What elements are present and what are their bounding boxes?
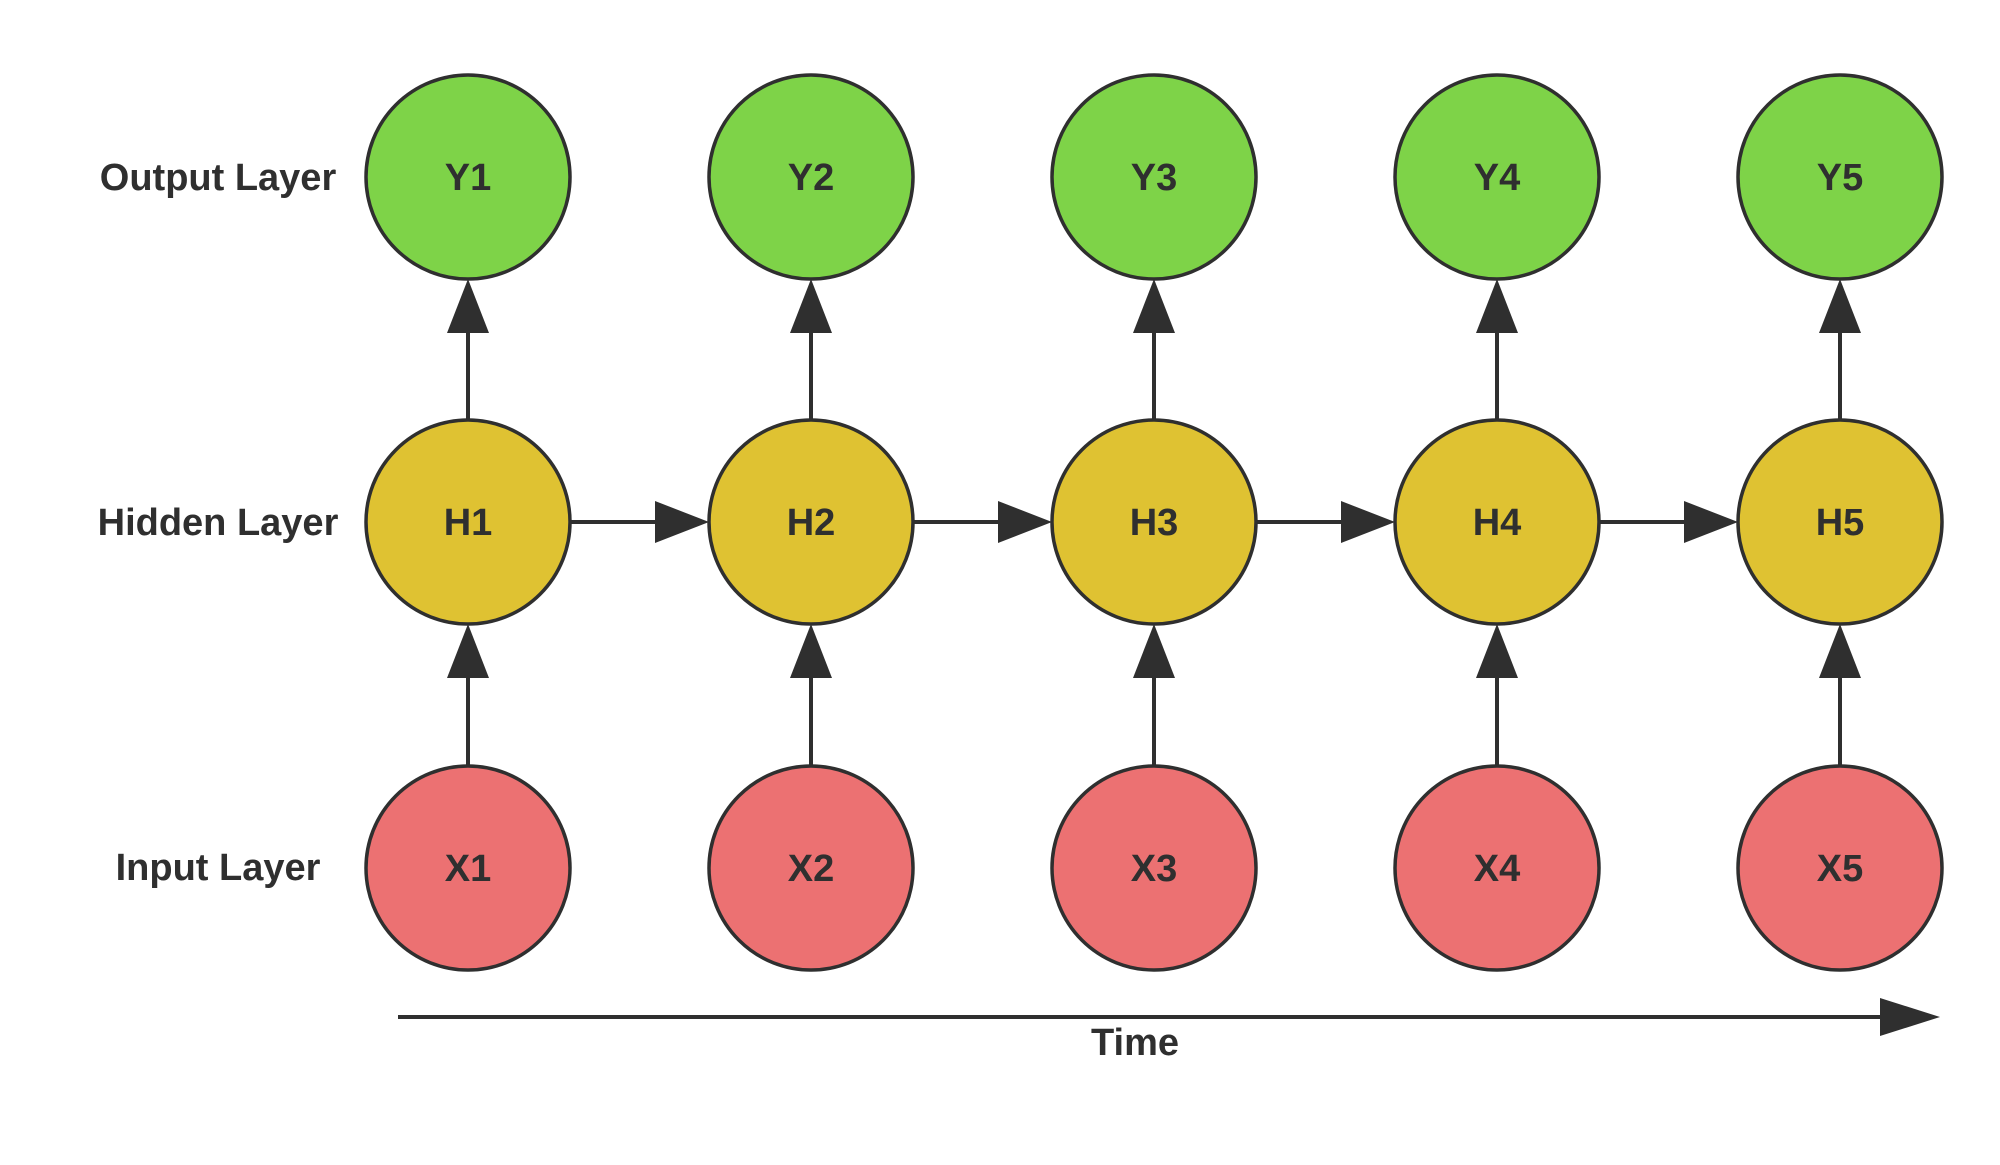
node-x5: X5 bbox=[1736, 764, 1944, 972]
node-h3: H3 bbox=[1050, 418, 1258, 626]
node-circle bbox=[364, 73, 572, 281]
node-y4: Y4 bbox=[1393, 73, 1601, 281]
node-y1: Y1 bbox=[364, 73, 572, 281]
node-label: Y3 bbox=[1131, 157, 1177, 199]
edge-arrowhead bbox=[1133, 279, 1175, 333]
node-label: H5 bbox=[1816, 502, 1865, 544]
edge-h2-h3 bbox=[913, 501, 1052, 543]
node-label: Y2 bbox=[788, 157, 834, 199]
node-y2: Y2 bbox=[707, 73, 915, 281]
node-circle bbox=[1050, 764, 1258, 972]
node-y3: Y3 bbox=[1050, 73, 1258, 281]
edge-arrowhead bbox=[1819, 624, 1861, 678]
edge-arrowhead bbox=[655, 501, 709, 543]
node-label: X2 bbox=[788, 848, 834, 890]
node-h4: H4 bbox=[1393, 418, 1601, 626]
node-circle bbox=[364, 418, 572, 626]
node-circle bbox=[1736, 418, 1944, 626]
time-axis-arrowhead bbox=[1880, 998, 1940, 1036]
edge-h1-y1 bbox=[447, 279, 489, 420]
edge-arrowhead bbox=[1819, 279, 1861, 333]
node-h2: H2 bbox=[707, 418, 915, 626]
hidden-layer-label: Hidden Layer bbox=[98, 502, 339, 544]
input-layer-label: Input Layer bbox=[116, 847, 321, 889]
node-h1: H1 bbox=[364, 418, 572, 626]
edge-h4-y4 bbox=[1476, 279, 1518, 420]
node-circle bbox=[707, 73, 915, 281]
edge-arrowhead bbox=[447, 279, 489, 333]
node-x2: X2 bbox=[707, 764, 915, 972]
edge-h3-h4 bbox=[1256, 501, 1395, 543]
edge-arrowhead bbox=[447, 624, 489, 678]
node-label: Y5 bbox=[1817, 157, 1863, 199]
node-x4: X4 bbox=[1393, 764, 1601, 972]
edge-h4-h5 bbox=[1599, 501, 1738, 543]
node-circle bbox=[707, 764, 915, 972]
node-x3: X3 bbox=[1050, 764, 1258, 972]
node-label: X4 bbox=[1474, 848, 1520, 890]
node-label: Y1 bbox=[445, 157, 491, 199]
node-circle bbox=[1393, 764, 1601, 972]
edge-h1-h2 bbox=[570, 501, 709, 543]
node-x1: X1 bbox=[364, 764, 572, 972]
node-label: X3 bbox=[1131, 848, 1177, 890]
node-circle bbox=[1393, 418, 1601, 626]
edge-arrowhead bbox=[1133, 624, 1175, 678]
node-circle bbox=[707, 418, 915, 626]
node-label: X5 bbox=[1817, 848, 1863, 890]
edge-arrowhead bbox=[790, 279, 832, 333]
edge-arrowhead bbox=[1476, 624, 1518, 678]
edge-x4-h4 bbox=[1476, 624, 1518, 766]
node-label: X1 bbox=[445, 848, 491, 890]
node-circle bbox=[1393, 73, 1601, 281]
node-circle bbox=[1736, 764, 1944, 972]
edge-x3-h3 bbox=[1133, 624, 1175, 766]
edge-arrowhead bbox=[1684, 501, 1738, 543]
node-label: H1 bbox=[444, 502, 493, 544]
edge-h2-y2 bbox=[790, 279, 832, 420]
node-label: H2 bbox=[787, 502, 836, 544]
edge-arrowhead bbox=[998, 501, 1052, 543]
node-y5: Y5 bbox=[1736, 73, 1944, 281]
node-label: Y4 bbox=[1474, 157, 1520, 199]
output-layer-label: Output Layer bbox=[100, 157, 337, 199]
edges bbox=[447, 279, 1861, 766]
edge-x5-h5 bbox=[1819, 624, 1861, 766]
edge-arrowhead bbox=[1476, 279, 1518, 333]
node-circle bbox=[1736, 73, 1944, 281]
node-circle bbox=[1050, 418, 1258, 626]
node-circle bbox=[364, 764, 572, 972]
edge-arrowhead bbox=[1341, 501, 1395, 543]
edge-x2-h2 bbox=[790, 624, 832, 766]
edge-x1-h1 bbox=[447, 624, 489, 766]
time-axis: Time bbox=[398, 998, 1940, 1064]
edge-h5-y5 bbox=[1819, 279, 1861, 420]
node-label: H3 bbox=[1130, 502, 1179, 544]
edge-h3-y3 bbox=[1133, 279, 1175, 420]
node-h5: H5 bbox=[1736, 418, 1944, 626]
time-axis-label: Time bbox=[1091, 1022, 1179, 1064]
node-circle bbox=[1050, 73, 1258, 281]
edge-arrowhead bbox=[790, 624, 832, 678]
node-label: H4 bbox=[1473, 502, 1522, 544]
